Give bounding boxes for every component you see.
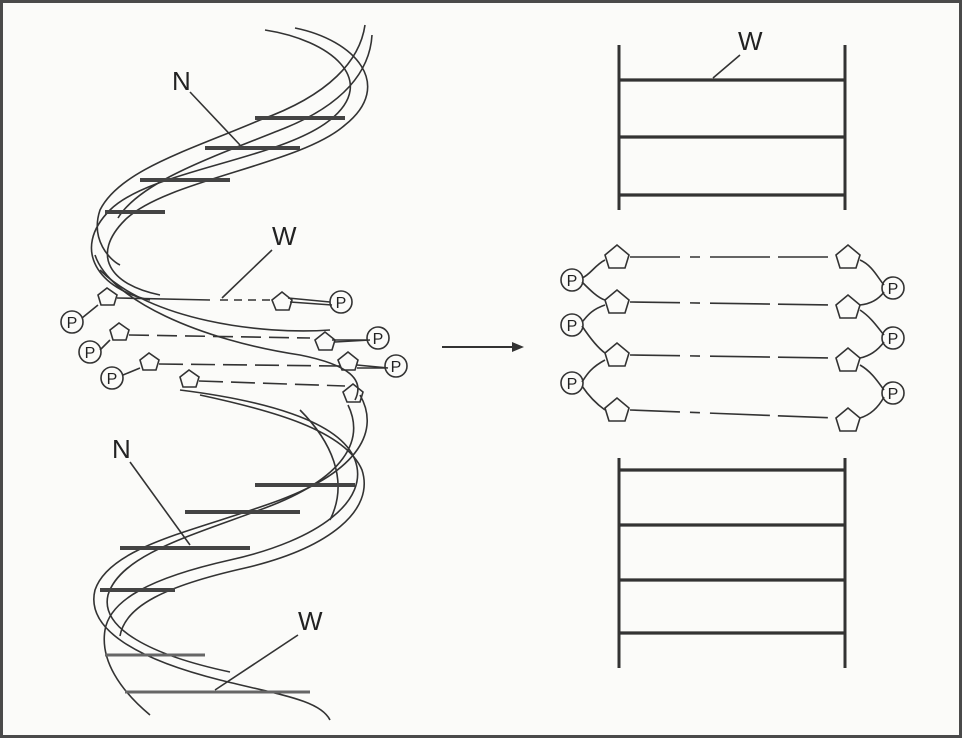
helix-strand-1a [90,29,352,301]
leader-line [214,634,299,691]
leader-line [221,249,273,299]
sugar-icon [314,330,336,351]
sugar-icon [835,406,861,432]
sugar-icon [835,293,861,319]
unwound-section-left: P P P P P P [60,287,408,403]
double-helix: P P P P P P N [60,24,408,721]
leader-line [712,54,741,79]
label-w-bottom: W [298,606,323,636]
sugar-icon [604,396,630,422]
helix-strand-6a [103,389,359,716]
label-n-bottom: N [112,434,131,464]
phosphate-label: P [567,273,578,290]
sugar-icon [342,382,364,403]
unwound-section-right: P P P P P P [560,243,905,432]
label-w-top: W [272,221,297,251]
sugar-icon [604,243,630,269]
sugar-icon [271,290,293,311]
helix-strand-1b [106,27,369,296]
sugar-icon [604,341,630,367]
helix-strand-6b [119,394,365,637]
sugar-icon [97,287,118,306]
phosphate-icon: P [366,326,390,350]
sugar-icon [835,243,861,269]
phosphate-label: P [888,331,899,348]
helix-strand-7 [299,409,339,521]
phosphate-icon: P [78,340,102,364]
helix-strand-3 [94,254,359,401]
leader-line [129,461,191,546]
sugar-icon [139,352,160,371]
leader-line [189,91,241,146]
right-arrow-icon [442,342,524,352]
phosphate-label: P [336,295,347,312]
helix-strand-2b [117,34,373,219]
helix-strand-5a [93,394,368,721]
phosphate-icon: P [60,310,84,334]
helix-strand-2a [96,24,366,266]
phosphate-label: P [373,331,384,348]
sugar-icon [109,322,130,341]
phosphate-icon: P [881,381,905,405]
sugar-icon [835,346,861,372]
phosphate-icon: P [560,371,584,395]
phosphate-label: P [567,318,578,335]
phosphate-icon: P [384,354,408,378]
phosphate-label: P [85,345,96,362]
unwound-ladder: W [560,26,905,668]
phosphate-label: P [567,376,578,393]
phosphate-label: P [107,371,118,388]
phosphate-label: P [391,359,402,376]
phosphate-icon: P [560,313,584,337]
phosphate-label: P [888,386,899,403]
helix-strand-4 [99,269,331,332]
phosphate-icon: P [329,290,353,314]
phosphate-icon: P [100,366,124,390]
phosphate-icon: P [881,326,905,350]
phosphate-label: P [67,315,78,332]
phosphate-icon: P [560,268,584,292]
sugar-icon [337,350,359,371]
sugar-icon [179,369,200,388]
phosphate-icon: P [881,276,905,300]
sugar-icon [604,288,630,314]
label-n-top: N [172,66,191,96]
phosphate-label: P [888,281,899,298]
label-w-right: W [738,26,763,56]
